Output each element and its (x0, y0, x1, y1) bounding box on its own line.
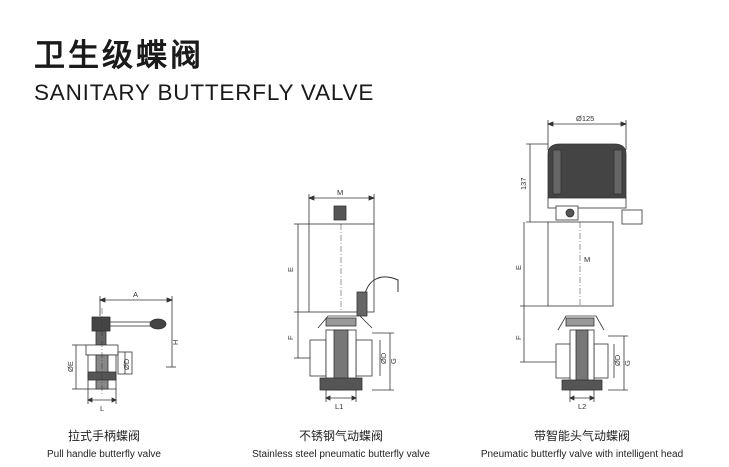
caption-cn: 拉式手柄蝶阀 (67, 429, 140, 443)
dim-od: ØD (379, 352, 388, 364)
page-title-cn: 卫生级蝶阀 (34, 38, 204, 74)
dim-a: A (133, 290, 138, 299)
dim-e: E (514, 265, 523, 270)
caption-cn: 不锈钢气动蝶阀 (298, 429, 383, 443)
dim-diameter-125: Ø125 (576, 114, 594, 123)
dim-m: M (584, 255, 590, 264)
dim-e: E (286, 267, 295, 272)
dim-m: M (337, 188, 343, 197)
dim-137: 137 (519, 177, 528, 190)
caption-pneumatic: 不锈钢气动蝶阀 Stainless steel pneumatic butter… (231, 427, 451, 460)
drawing-intelligent-head-valve (520, 120, 643, 402)
dim-l: L (100, 404, 104, 413)
caption-cn: 带智能头气动蝶阀 (533, 429, 630, 443)
dim-g: G (389, 358, 398, 364)
dim-oe: ØE (66, 361, 75, 372)
caption-intelligent-head: 带智能头气动蝶阀 Pneumatic butterfly valve with … (472, 427, 692, 460)
dim-l2: L2 (578, 402, 586, 411)
caption-en: Pull handle butterfly valve (47, 449, 161, 460)
dim-l1: L1 (335, 402, 343, 411)
caption-en: Stainless steel pneumatic butterfly valv… (252, 449, 430, 460)
dim-f: F (514, 335, 523, 340)
page-title-en: SANITARY BUTTERFLY VALVE (34, 80, 375, 105)
dim-od: ØD (122, 358, 131, 370)
dim-h: H (171, 340, 180, 345)
dim-od: ØD (613, 354, 622, 366)
caption-en: Pneumatic butterfly valve with intellige… (480, 449, 684, 460)
dim-f: F (286, 335, 295, 340)
drawing-pneumatic-valve (294, 194, 399, 402)
dim-g: G (623, 360, 632, 366)
drawing-pull-handle-valve (72, 296, 176, 404)
caption-pull-handle: 拉式手柄蝶阀 Pull handle butterfly valve (0, 427, 214, 460)
